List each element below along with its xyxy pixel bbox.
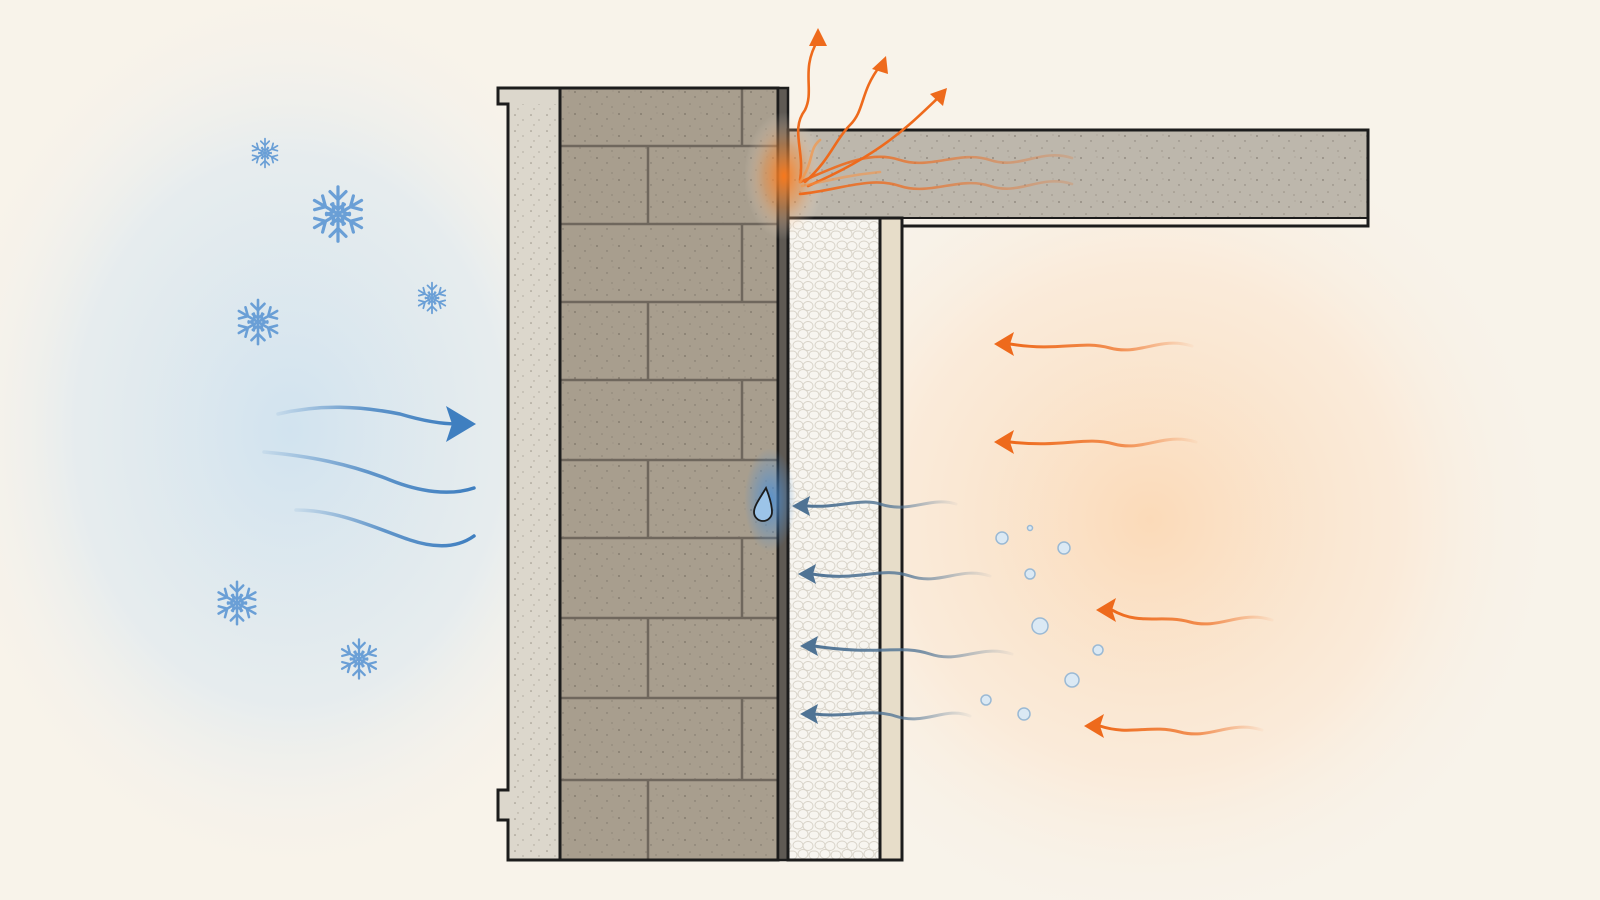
heat-escape-arrow-3 [796, 38, 820, 182]
arrow-icon [872, 56, 888, 74]
interior-heat-arrowheads [994, 332, 1116, 738]
bubble-icon [1064, 672, 1080, 688]
vapour-arrow-4 [812, 711, 972, 721]
interior-lining [878, 216, 904, 862]
render-texture [508, 104, 560, 860]
heat-escape-arrow-1 [798, 154, 1074, 184]
arrow-icon [930, 88, 947, 106]
bubble-icon [1017, 707, 1031, 721]
cold-air-arrow-3 [294, 508, 476, 548]
thermal-bridge-hotspot [744, 112, 824, 240]
droplet-icon [753, 485, 773, 522]
arrow-icon [994, 430, 1014, 454]
vapour-arrowheads [792, 496, 818, 724]
heat-arrow-2 [1008, 437, 1198, 448]
bubble-icon [1057, 541, 1071, 555]
arrow-icon [1084, 714, 1104, 738]
heat-escape-arrowheads [809, 28, 947, 106]
arrow-icon [446, 406, 476, 442]
arrow-icon [809, 28, 827, 46]
warm-side-glow [730, 100, 1570, 900]
vapour-arrow-1 [806, 500, 958, 509]
insulation-layer [786, 216, 882, 862]
arrow-icon [798, 564, 816, 584]
arrow-icon [994, 332, 1014, 356]
vapour-flow-arrows [806, 500, 1014, 721]
cold-air-arrow-1 [276, 405, 460, 426]
vapour-arrow-2 [810, 571, 992, 581]
arrow-icon [800, 636, 818, 656]
cold-air-arrow-2 [262, 450, 476, 494]
bubble-icon [1092, 644, 1104, 656]
cold-side-glow [0, 0, 650, 890]
vapour-arrow-3 [812, 644, 1014, 659]
floor-slab [786, 128, 1370, 228]
heat-arrow-1 [1008, 341, 1194, 352]
bubble-icon [995, 531, 1009, 545]
bubble-icon [1026, 524, 1034, 532]
masonry-wall [558, 86, 780, 862]
heat-arrow-4 [1098, 724, 1264, 736]
interior-heat-arrows [1008, 341, 1274, 736]
heat-escape-arrows [796, 38, 1074, 196]
arrow-icon [1096, 598, 1116, 622]
bubble-icon [980, 694, 992, 706]
heat-escape-arrow-2 [798, 180, 1074, 196]
heat-arrow-3 [1110, 608, 1274, 626]
cold-air-flow [262, 405, 476, 548]
bubble-icon [1024, 568, 1036, 580]
bubble-icon [1031, 617, 1049, 635]
moisture-bubbles [980, 524, 1104, 721]
heat-escape-arrow-4 [803, 64, 882, 184]
arrow-icon [800, 704, 818, 724]
arrow-icon [792, 496, 810, 516]
heat-escape-arrow-5 [806, 94, 942, 188]
